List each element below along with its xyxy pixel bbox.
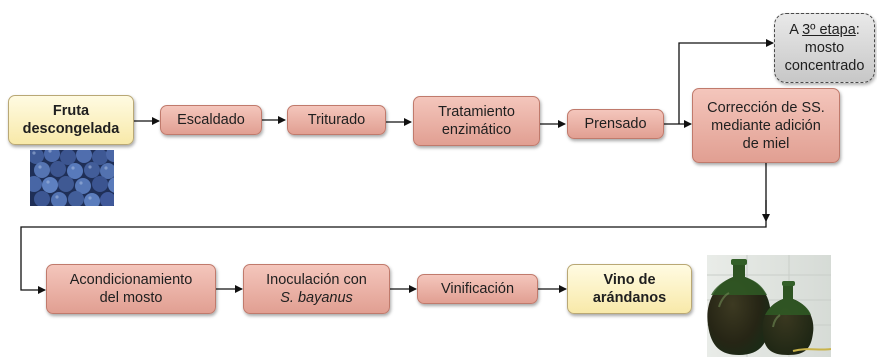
fruta-descongelada-box: Fruta descongelada: [8, 95, 134, 145]
tratamiento-enzimatico-box: Tratamiento enzimático: [413, 96, 540, 146]
wine-demijohns-photo: [707, 255, 831, 357]
mosto-label: mosto: [804, 40, 845, 56]
vinificacion-label: Vinificación: [440, 281, 515, 297]
prensado-label: Prensado: [584, 116, 647, 132]
correccion-label-3: de miel: [742, 135, 790, 152]
vino-label-1: Vino de: [603, 272, 656, 288]
vinificacion-box: Vinificación: [417, 274, 538, 304]
tratamiento-label-1: Tratamiento: [438, 104, 515, 120]
concentrado-label: concentrado: [784, 58, 865, 74]
etapa-prefix: A: [789, 22, 803, 38]
triturado-box: Triturado: [287, 105, 386, 135]
etapa-colon: :: [855, 22, 860, 38]
etapa-number: 3º etapa: [802, 22, 856, 38]
etapa-3-note-box: A 3º etapa: mosto concentrado: [774, 13, 875, 83]
arrow-to-side-note: [678, 39, 774, 124]
acondicionamiento-label-1: Acondicionamiento: [69, 272, 193, 288]
vino-label-2: arándanos: [592, 290, 667, 306]
inoculacion-label: Inoculación con: [266, 272, 367, 288]
correccion-ss-box: Corrección de SS. mediante adición de mi…: [692, 88, 840, 163]
escaldado-box: Escaldado: [160, 105, 262, 135]
acondicionamiento-label-2: del mosto: [99, 290, 163, 306]
fruta-label-1: Fruta: [52, 103, 90, 119]
tratamiento-label-2: enzimático: [441, 122, 512, 138]
vino-arandanos-box: Vino de arándanos: [567, 264, 692, 314]
escaldado-label: Escaldado: [177, 112, 245, 128]
fruta-label-2: descongelada: [22, 121, 120, 137]
acondicionamiento-box: Acondicionamiento del mosto: [46, 264, 216, 314]
etapa-line-1: A 3º etapa:: [789, 21, 860, 39]
prensado-box: Prensado: [567, 109, 664, 139]
correccion-label-2: mediante adición: [711, 117, 821, 134]
species-label: S. bayanus: [280, 290, 353, 306]
triturado-label: Triturado: [307, 112, 366, 128]
correccion-label-1: Corrección de SS.: [707, 99, 825, 116]
blueberries-photo: [30, 150, 114, 206]
inoculacion-box: Inoculación con S. bayanus: [243, 264, 390, 314]
